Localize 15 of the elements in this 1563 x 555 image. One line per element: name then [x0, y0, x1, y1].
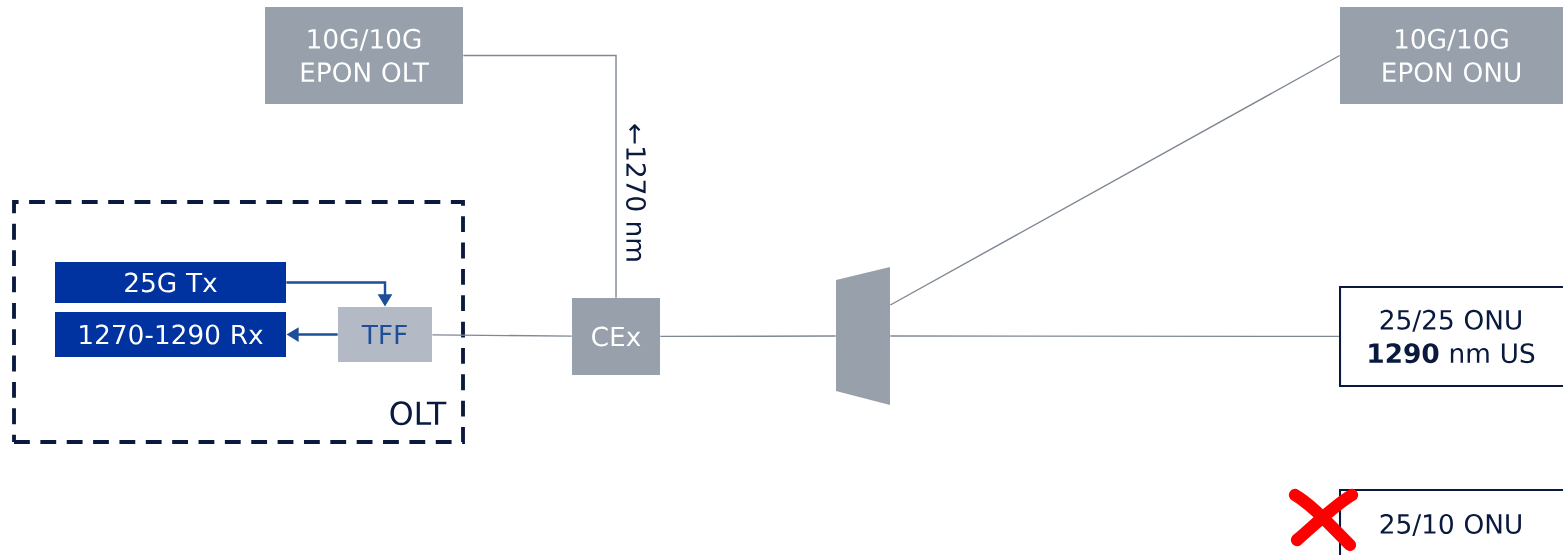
connector-line [889, 335, 1340, 338]
module-box: 25G Tx [55, 262, 286, 303]
connector-line [659, 335, 837, 338]
splitter-shape [836, 267, 890, 405]
onu-box: 25/25 ONU 1290 nm US [1338, 285, 1563, 388]
onu-box: 25/10 ONU [1338, 488, 1563, 555]
device-box: 10G/10G EPON OLT [265, 7, 463, 104]
device-box: CEx [572, 298, 660, 375]
connector-line [431, 334, 573, 337]
edge-label: ←1270 nm [626, 124, 646, 261]
connector-line [462, 54, 617, 299]
connector-line [889, 54, 1341, 306]
module-box: 1270-1290 Rx [55, 312, 286, 357]
filter-box: TFF [338, 307, 432, 362]
device-box: 10G/10G EPON ONU [1340, 7, 1563, 104]
